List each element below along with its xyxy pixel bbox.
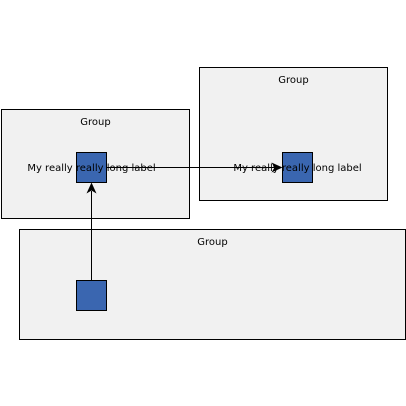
edge-left-to-right[interactable] (106, 162, 283, 173)
node-bottom-box (76, 280, 107, 311)
group-bottom-label: Group (197, 237, 227, 248)
edge-bottom-to-left[interactable] (86, 182, 97, 281)
edge-left-to-right-arrowhead (271, 162, 283, 173)
node-left-label: My really really long label (27, 163, 155, 174)
edge-bottom-to-left-arrowhead (86, 182, 97, 194)
node-right-label: My really really long label (233, 163, 361, 174)
group-right-label: Group (278, 75, 308, 86)
node-bottom[interactable] (76, 280, 107, 311)
group-left-label: Group (80, 117, 110, 128)
